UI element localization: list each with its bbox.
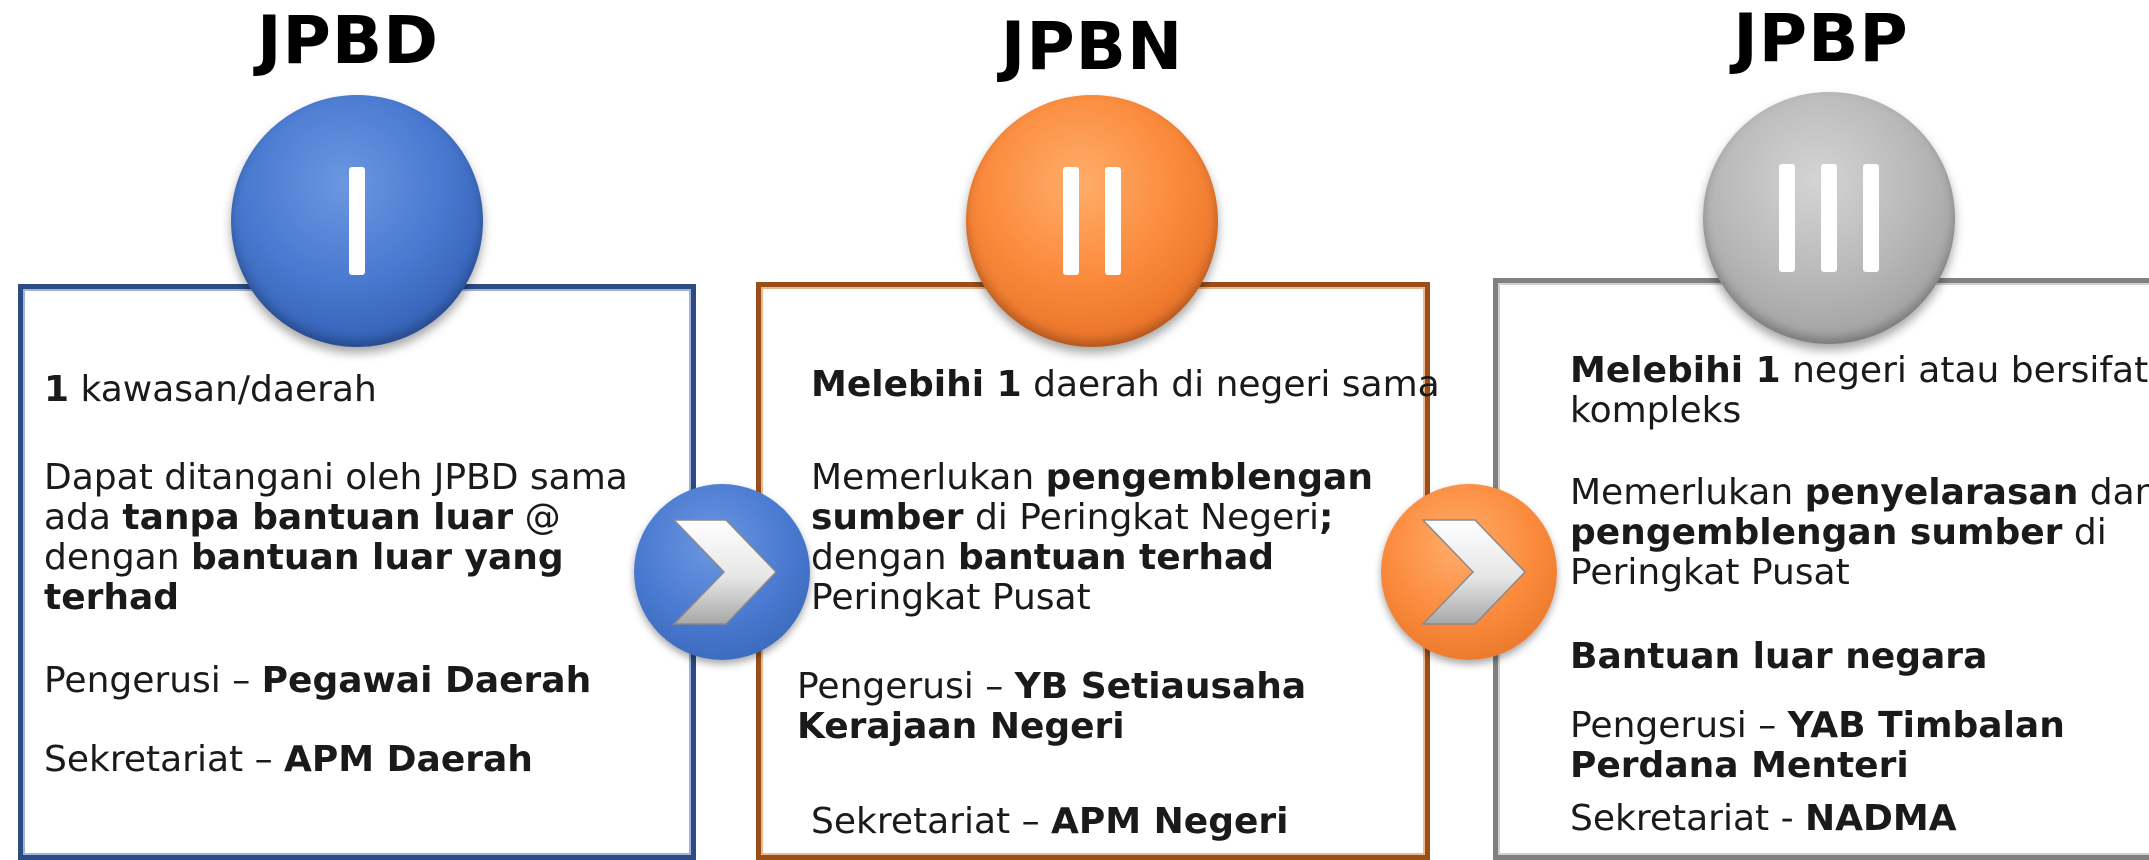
text-line: Sekretariat – APM Daerah xyxy=(44,740,533,780)
text-line: Perdana Menteri xyxy=(1570,746,2065,786)
text-run: Sekretariat – xyxy=(811,801,1052,842)
text-run: Peringkat Pusat xyxy=(1570,552,1850,593)
level-1-numeral-disc xyxy=(231,95,483,347)
text-line: Memerlukan pengemblengan xyxy=(811,458,1373,498)
text-run: dengan xyxy=(44,537,191,578)
level-2-title: JPBN xyxy=(1000,8,1184,85)
text-line: Melebihi 1 daerah di negeri sama xyxy=(811,365,1440,405)
text-line: Peringkat Pusat xyxy=(1570,553,2149,593)
level-1-title: JPBD xyxy=(256,2,440,79)
text-run: Pengerusi – xyxy=(797,666,1015,707)
text-run: @ xyxy=(513,497,561,538)
numeral-bar xyxy=(1779,164,1795,272)
text-run: Memerlukan xyxy=(1570,472,1805,513)
text-run: dan xyxy=(2089,472,2149,513)
text-run: Peringkat Pusat xyxy=(811,577,1091,618)
bold-text-run: Bantuan luar negara xyxy=(1570,636,1988,677)
bold-text-run: Melebihi 1 xyxy=(811,364,1022,405)
level-1-item-1: 1 kawasan/daerah xyxy=(44,370,377,410)
text-line: 1 kawasan/daerah xyxy=(44,370,377,410)
bold-text-run: Perdana Menteri xyxy=(1570,745,1909,786)
level-3-title: JPBP xyxy=(1733,0,1909,77)
text-run: dengan xyxy=(811,537,958,578)
bold-text-run: YB Setiausaha xyxy=(1014,666,1307,707)
bold-text-run: Melebihi 1 xyxy=(1570,350,1781,391)
bold-text-run: Pegawai Daerah xyxy=(261,660,592,701)
bold-text-run: penyelarasan xyxy=(1804,472,2079,513)
text-run: di xyxy=(2062,512,2107,553)
bold-text-run: NADMA xyxy=(1805,798,1957,839)
text-run: kawasan/daerah xyxy=(69,369,377,410)
text-run: kompleks xyxy=(1570,390,1742,431)
text-line: Kerajaan Negeri xyxy=(797,707,1306,747)
level-3-item-5: Sekretariat - NADMA xyxy=(1570,799,1957,839)
level-3-item-3: Bantuan luar negara xyxy=(1570,637,1987,677)
text-line: Pengerusi – Pegawai Daerah xyxy=(44,661,591,701)
text-run: ada xyxy=(44,497,123,538)
bold-text-run: tanpa bantuan luar xyxy=(122,497,514,538)
chevron-right-icon xyxy=(634,484,810,660)
chevron-right-icon xyxy=(1381,484,1557,660)
level-1-item-4: Sekretariat – APM Daerah xyxy=(44,740,533,780)
text-run: negeri atau bersifat xyxy=(1780,350,2149,391)
text-line: terhad xyxy=(44,578,628,618)
level-2-numeral-disc xyxy=(966,95,1218,347)
bold-text-run: ; xyxy=(1319,497,1334,538)
text-run: Sekretariat – xyxy=(44,739,285,780)
text-line: Peringkat Pusat xyxy=(811,578,1373,618)
bold-text-run: bantuan luar yang xyxy=(191,537,564,578)
bold-text-run: Kerajaan Negeri xyxy=(797,706,1125,747)
bold-text-run: sumber xyxy=(811,497,964,538)
numeral-bar xyxy=(1063,167,1079,275)
text-line: Dapat ditangani oleh JPBD sama xyxy=(44,458,628,498)
bold-text-run: pengemblengan sumber xyxy=(1570,512,2063,553)
text-line: Sekretariat - NADMA xyxy=(1570,799,1957,839)
text-line: ada tanpa bantuan luar @ xyxy=(44,498,628,538)
level-2-item-1: Melebihi 1 daerah di negeri sama xyxy=(811,365,1440,405)
text-line: Sekretariat – APM Negeri xyxy=(811,802,1288,842)
numeral-bar xyxy=(349,167,365,275)
bold-text-run: APM Daerah xyxy=(284,739,533,780)
bold-text-run: 1 xyxy=(44,369,70,410)
text-run: Pengerusi – xyxy=(1570,705,1788,746)
level-2-panel xyxy=(756,282,1430,860)
text-line: Melebihi 1 negeri atau bersifat xyxy=(1570,351,2148,391)
numeral-bar xyxy=(1863,164,1879,272)
bold-text-run: terhad xyxy=(44,577,180,618)
text-run: Sekretariat - xyxy=(1570,798,1806,839)
text-line: Memerlukan penyelarasan dan xyxy=(1570,473,2149,513)
level-1-panel xyxy=(18,284,696,860)
text-line: pengemblengan sumber di xyxy=(1570,513,2149,553)
text-line: Bantuan luar negara xyxy=(1570,637,1987,677)
text-line: Pengerusi – YAB Timbalan xyxy=(1570,706,2065,746)
text-line: dengan bantuan terhad xyxy=(811,538,1373,578)
bold-text-run: pengemblengan xyxy=(1045,457,1373,498)
level-3-numeral-disc xyxy=(1703,92,1955,344)
text-line: kompleks xyxy=(1570,391,2148,431)
text-run: Dapat ditangani oleh JPBD sama xyxy=(44,457,628,498)
numeral-bar xyxy=(1821,164,1837,272)
bold-text-run: APM Negeri xyxy=(1051,801,1289,842)
text-run: Memerlukan xyxy=(811,457,1046,498)
bold-text-run: bantuan terhad xyxy=(958,537,1275,578)
numeral-bar xyxy=(1105,167,1121,275)
text-run: di Peringkat Negeri xyxy=(963,497,1320,538)
text-line: Pengerusi – YB Setiausaha xyxy=(797,667,1306,707)
text-line: sumber di Peringkat Negeri; xyxy=(811,498,1373,538)
text-run: Pengerusi – xyxy=(44,660,262,701)
text-line: dengan bantuan luar yang xyxy=(44,538,628,578)
bold-text-run: YAB Timbalan xyxy=(1787,705,2065,746)
level-1-item-3: Pengerusi – Pegawai Daerah xyxy=(44,661,591,701)
level-2-item-4: Sekretariat – APM Negeri xyxy=(811,802,1288,842)
text-run: daerah di negeri sama xyxy=(1021,364,1440,405)
